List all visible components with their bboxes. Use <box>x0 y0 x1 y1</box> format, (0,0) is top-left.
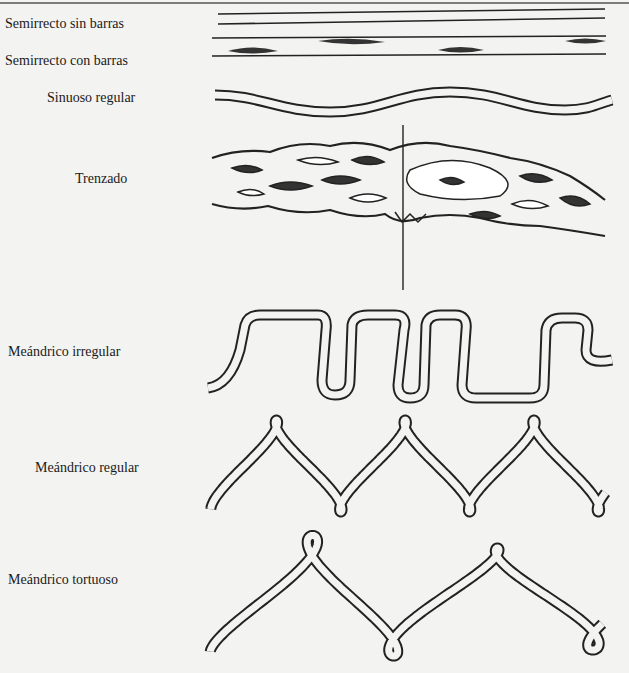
irregular-meander <box>208 315 612 398</box>
straight-channel <box>218 9 605 24</box>
braided-channel <box>212 125 605 290</box>
pattern-label: Meándrico tortuoso <box>8 572 118 588</box>
channel-line <box>210 535 602 656</box>
pattern-label: Trenzado <box>75 171 127 187</box>
straight-channel-bars <box>212 36 606 56</box>
tortuous-meander <box>210 535 602 656</box>
page-edge <box>0 2 629 4</box>
sinuous-channel <box>215 92 612 112</box>
regular-meander <box>211 420 606 512</box>
channel-line <box>211 420 606 512</box>
pattern-label: Sinuoso regular <box>47 90 135 106</box>
pattern-label: Meándrico irregular <box>8 344 120 360</box>
pattern-label: Meándrico regular <box>35 460 139 476</box>
pattern-label: Semirrecto con barras <box>5 53 128 69</box>
pattern-label: Semirrecto sin barras <box>5 16 124 32</box>
channel-line <box>210 535 602 656</box>
channel-line <box>211 420 606 512</box>
